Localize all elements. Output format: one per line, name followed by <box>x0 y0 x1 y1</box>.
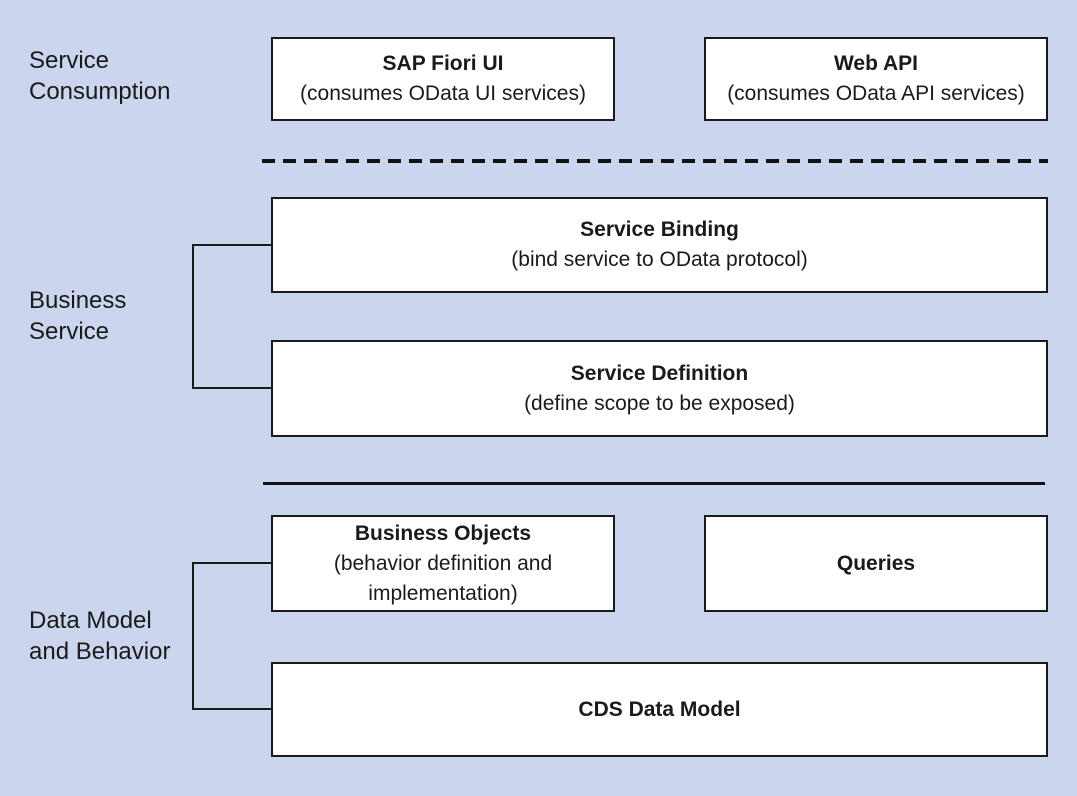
service-binding-subtitle: (bind service to OData protocol) <box>511 248 808 271</box>
sap-fiori-ui-subtitle: (consumes OData UI services) <box>300 82 586 105</box>
web-api-subtitle: (consumes OData API services) <box>727 82 1025 105</box>
service-definition-box: Service Definition (define scope to be e… <box>271 340 1048 437</box>
queries-box: Queries <box>704 515 1048 612</box>
business-objects-title: Business Objects <box>354 521 532 545</box>
business-objects-subtitle: (behavior definition and implementation) <box>333 551 553 605</box>
service-definition-subtitle: (define scope to be exposed) <box>524 391 795 415</box>
cds-data-model-box: CDS Data Model <box>271 662 1048 757</box>
layer-label-business-service: Business Service <box>29 287 127 345</box>
business-service-bracket-connector <box>192 244 272 389</box>
sap-fiori-ui-title: SAP Fiori UI <box>382 52 504 75</box>
layer-label-data-model-and-behavior: Data Model and Behavior <box>29 607 171 665</box>
web-api-box: Web API (consumes OData API services) <box>704 37 1048 121</box>
web-api-title: Web API <box>833 52 918 75</box>
dashed-separator <box>262 159 1048 163</box>
service-binding-box: Service Binding (bind service to OData p… <box>271 197 1048 293</box>
service-definition-title: Service Definition <box>570 361 749 385</box>
sap-fiori-ui-box: SAP Fiori UI (consumes OData UI services… <box>271 37 615 121</box>
queries-title: Queries <box>836 551 916 575</box>
service-binding-title: Service Binding <box>580 218 739 241</box>
business-objects-box: Business Objects (behavior definition an… <box>271 515 615 612</box>
data-model-bracket-connector <box>192 562 272 710</box>
solid-separator <box>263 482 1045 485</box>
cds-data-model-title: CDS Data Model <box>578 697 741 721</box>
layer-label-service-consumption: Service Consumption <box>29 47 171 105</box>
